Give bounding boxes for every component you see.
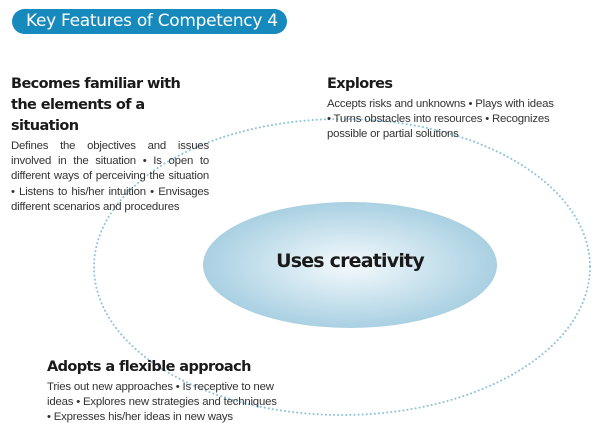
feature-heading: Explores bbox=[327, 76, 393, 92]
feature-flexible: Adopts a flexible approach Tries out new… bbox=[47, 357, 277, 426]
center-label: Uses creativity bbox=[276, 250, 425, 272]
center-ellipse bbox=[203, 202, 497, 328]
orbit-dotted-ellipse bbox=[93, 118, 591, 416]
feature-body: Accepts risks and unknowns • Plays with … bbox=[327, 98, 554, 141]
feature-explores: Explores Accepts risks and unknowns • Pl… bbox=[327, 74, 557, 143]
feature-familiar: Becomes familiar with the elements of a … bbox=[11, 74, 209, 215]
feature-heading: Adopts a flexible approach bbox=[47, 359, 251, 375]
feature-heading: Becomes familiar with the elements of a … bbox=[11, 76, 181, 134]
title-banner: Key Features of Competency 4 bbox=[12, 9, 287, 34]
feature-body: Tries out new approaches • Is receptive … bbox=[47, 381, 277, 424]
feature-body: Defines the objectives and issues involv… bbox=[11, 140, 209, 213]
